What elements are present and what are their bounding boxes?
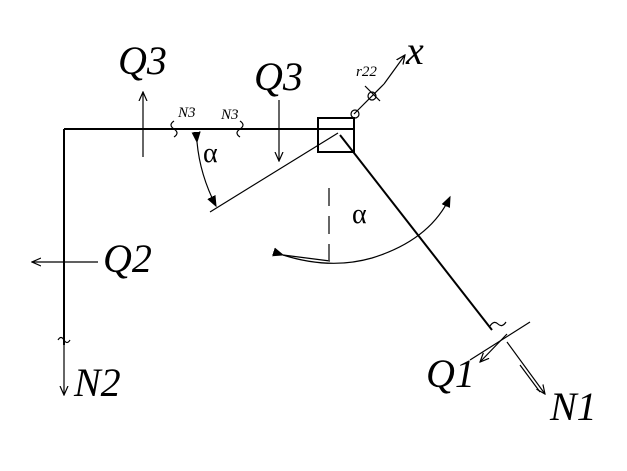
label-r22: r22 xyxy=(356,64,377,80)
support-pin-upper xyxy=(367,91,377,101)
alpha-left-reference-line xyxy=(209,132,339,213)
cut-mark-n3-right xyxy=(236,120,244,138)
label-x-axis: x xyxy=(405,28,424,73)
support-hatch xyxy=(364,85,381,102)
x-axis-arrow xyxy=(383,55,405,85)
alpha-right-arc-tail xyxy=(282,254,331,262)
alpha-left-arc xyxy=(197,142,216,206)
q1-arrow xyxy=(480,333,508,362)
cut-mark-n3-left xyxy=(170,120,178,138)
q1-reference-line xyxy=(469,321,531,361)
angle-constructions xyxy=(197,132,450,264)
n1-arrow xyxy=(506,341,545,394)
cut-marks xyxy=(57,120,507,344)
label-alpha-right: α xyxy=(352,199,367,230)
alpha-right-arc xyxy=(283,197,450,264)
inclined-beam xyxy=(339,134,493,331)
label-q3-right: Q3 xyxy=(254,54,303,99)
label-alpha-left: α xyxy=(203,138,218,169)
label-n1: N1 xyxy=(549,384,597,429)
support-pin-lower xyxy=(350,109,360,119)
label-n2: N2 xyxy=(73,360,121,405)
label-q1: Q1 xyxy=(426,351,475,396)
cut-mark-inclined xyxy=(489,321,507,327)
label-q2: Q2 xyxy=(103,236,152,281)
joint-box xyxy=(317,117,355,153)
frame-structure xyxy=(63,117,493,345)
force-arrows xyxy=(32,92,545,395)
cut-mark-column xyxy=(57,336,71,344)
n1-reference-line xyxy=(519,364,541,393)
support-r22 xyxy=(350,55,405,119)
label-n3-right: N3 xyxy=(220,107,239,123)
label-q3-left: Q3 xyxy=(118,38,167,83)
label-n3-left: N3 xyxy=(177,105,196,121)
